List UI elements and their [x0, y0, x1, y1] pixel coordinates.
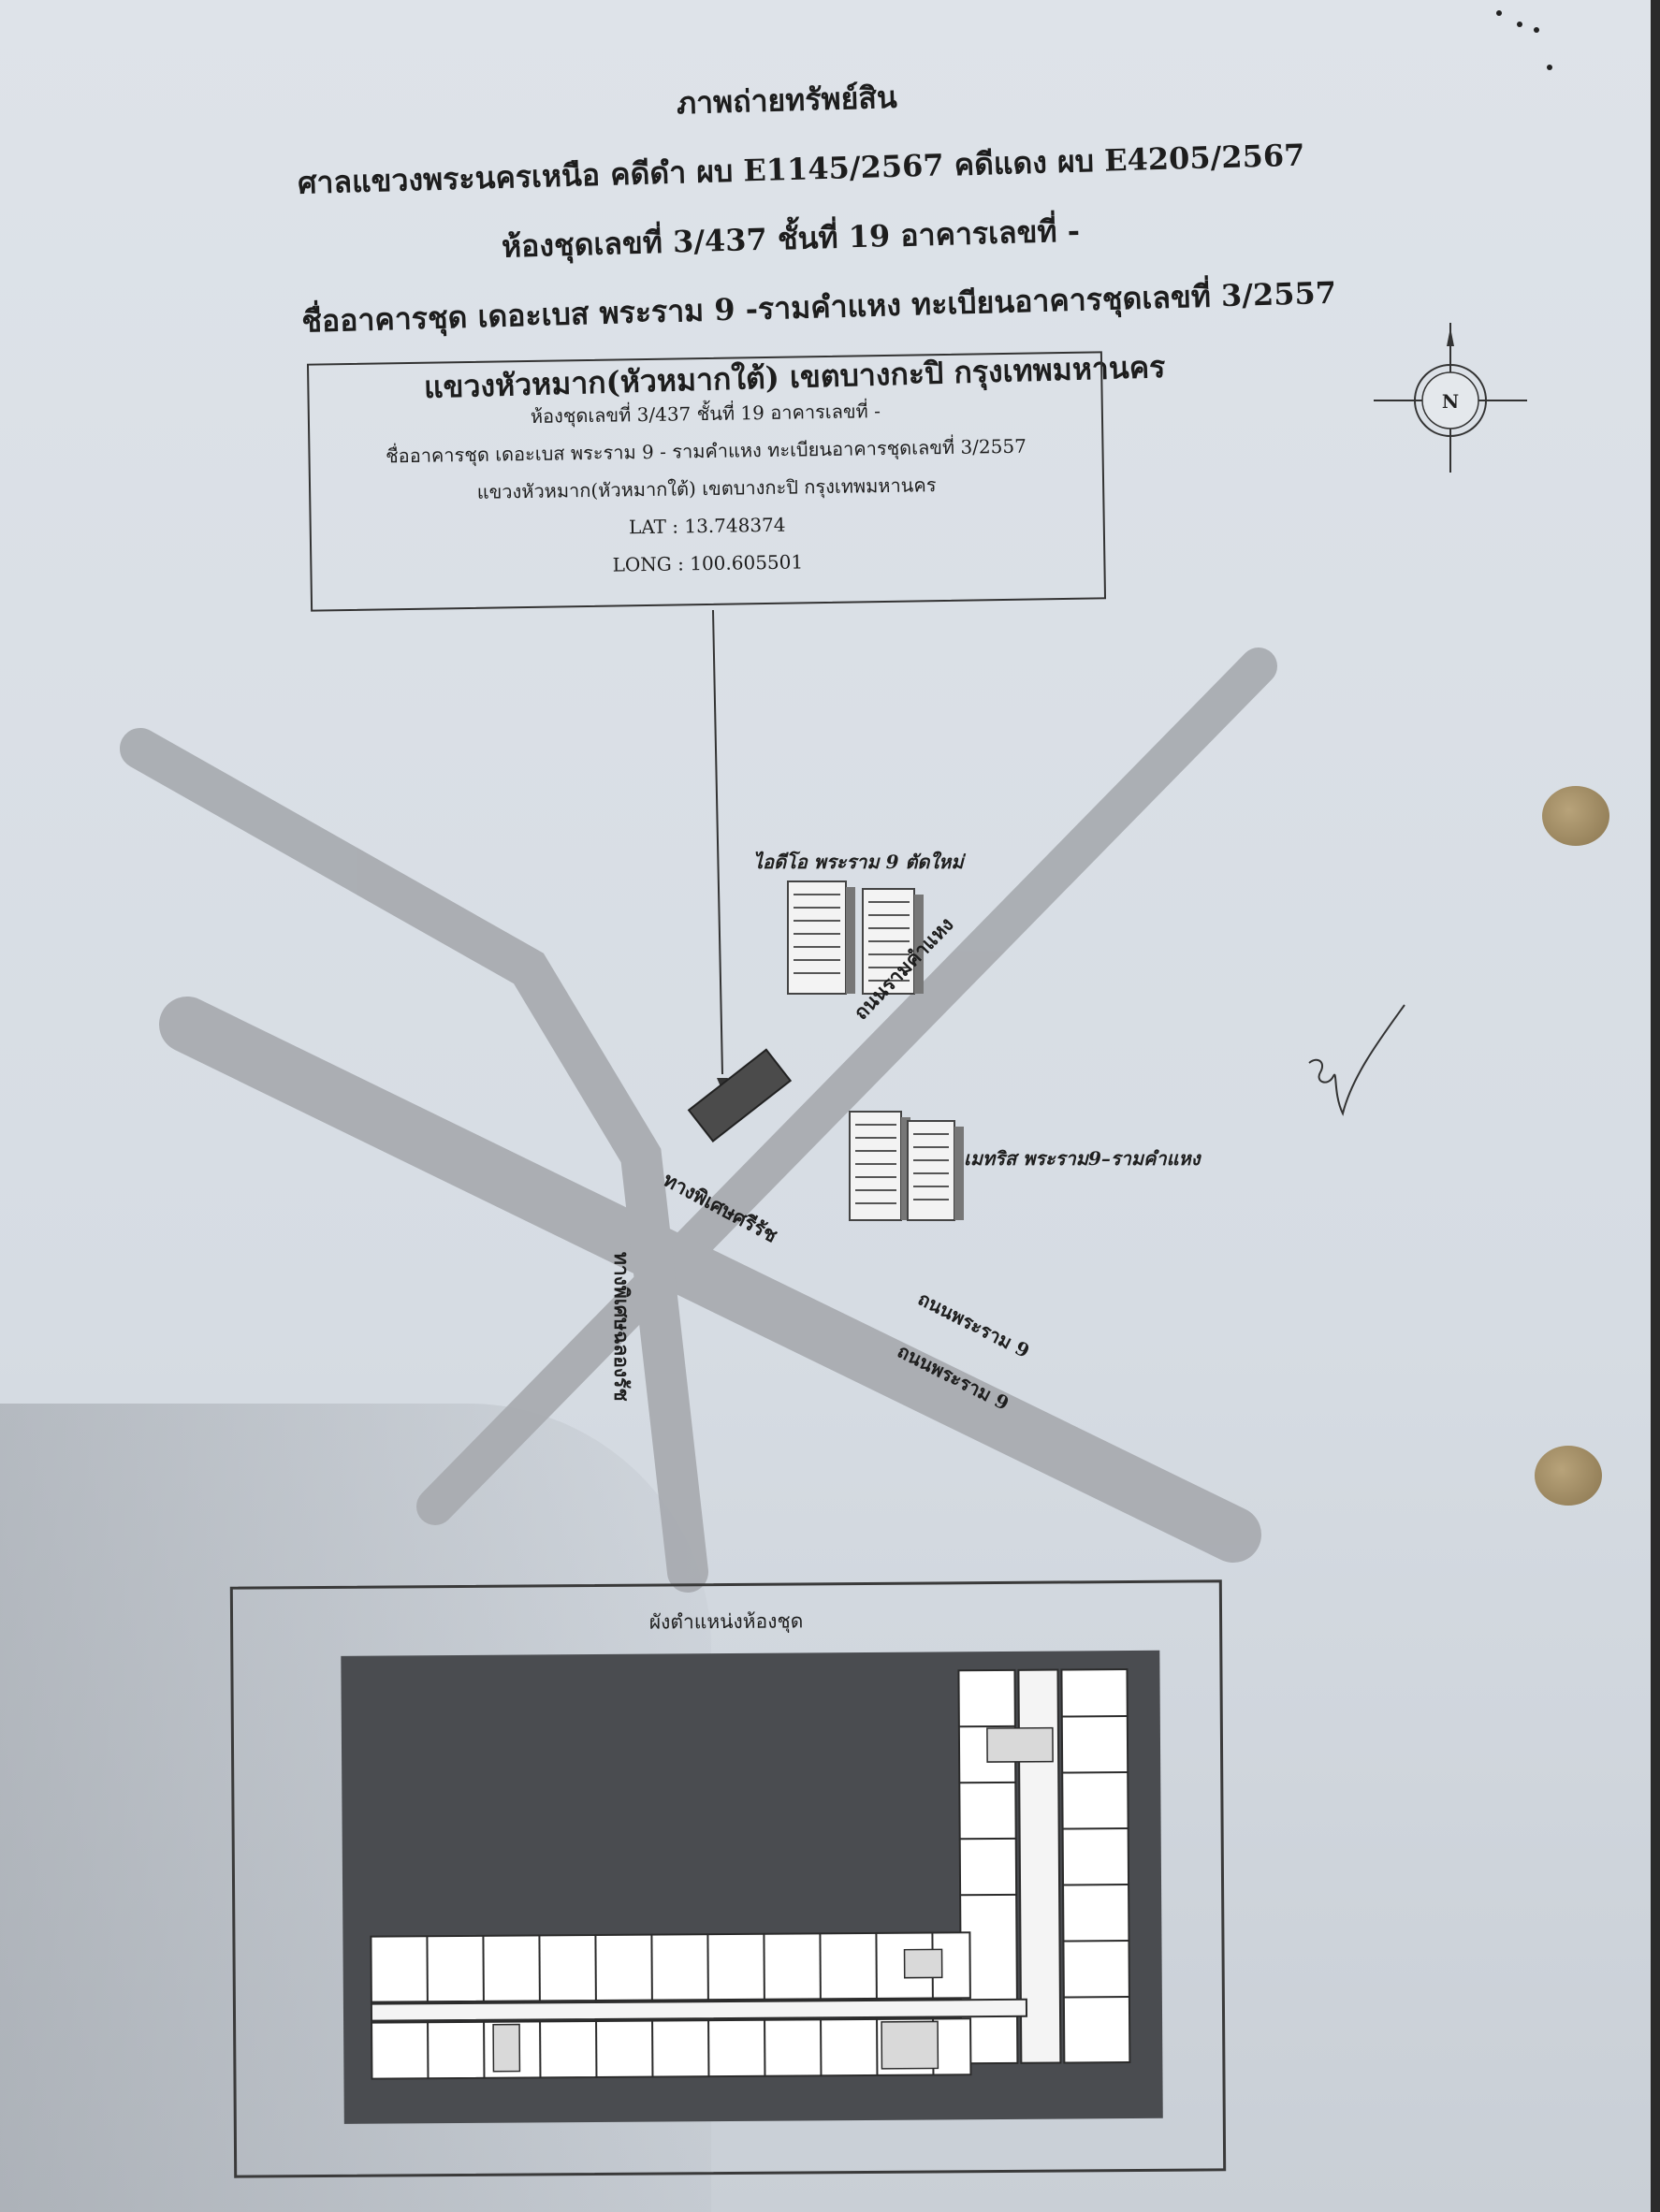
floor-plan-drawing: [370, 1668, 1131, 2080]
landmark-ideo-label: ไอดีโอ พระราม 9 ตัดใหม่: [753, 851, 964, 873]
floor-plan-area: [341, 1650, 1163, 2124]
road-ramkhamhaeng: [416, 648, 1277, 1525]
landmark-metris-label: เมทริส พระราม9–รามคำแหง: [964, 1147, 1201, 1170]
page-edge: [1651, 0, 1660, 2212]
ink-specks: [1496, 10, 1552, 70]
compass-icon: N: [1374, 323, 1527, 473]
road-chalong-rat: [120, 728, 708, 1593]
punch-hole-top: [1542, 786, 1609, 846]
signature-mark: [1308, 1004, 1405, 1116]
road-chalong-rat-label: ทางพิเศษฉลองรัช: [610, 1252, 633, 1402]
target-building: [687, 1048, 793, 1142]
location-map: [120, 648, 1277, 1593]
compass-letter: N: [1442, 390, 1459, 413]
floor-plan-frame: ผังตำแหน่งห้องชุด: [229, 1579, 1227, 2178]
road-rama9: [159, 997, 1261, 1563]
building-icon-metris: [849, 1111, 964, 1221]
building-icon-ideo: [787, 880, 924, 995]
punch-hole-bottom: [1535, 1446, 1602, 1506]
floor-plan-title: ผังตำแหน่งห้องชุด: [648, 1609, 804, 1634]
